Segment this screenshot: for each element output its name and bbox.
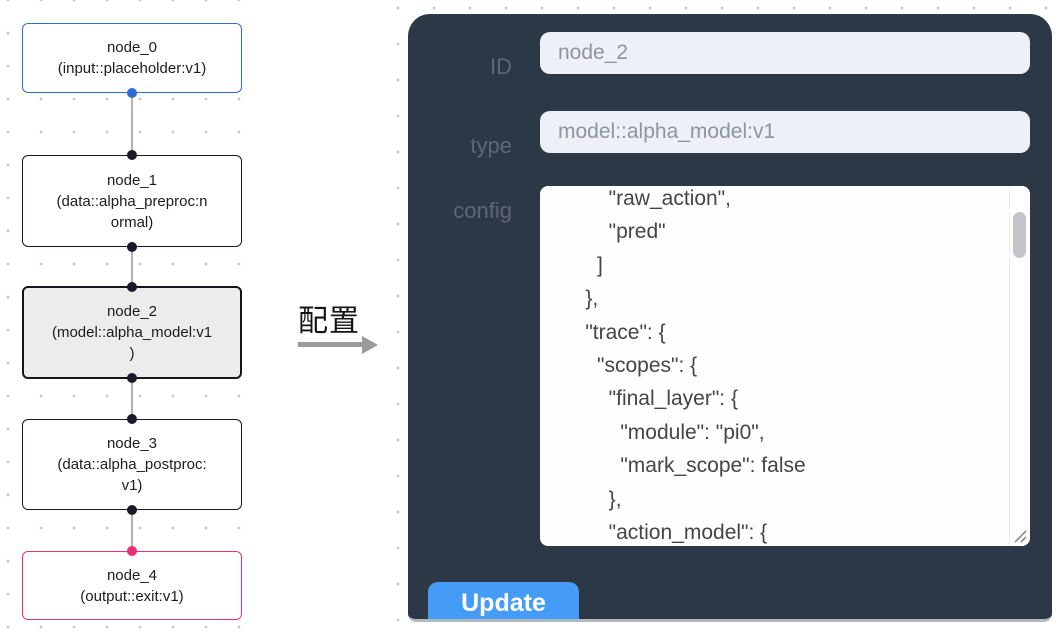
node-subtitle: (output::exit:v1): [80, 587, 184, 605]
node-title: node_0: [106, 39, 158, 56]
edge-node1-node2[interactable]: [131, 247, 133, 286]
configure-label: 配置: [298, 305, 360, 338]
flow-node-node_4[interactable]: node_4 (output::exit:v1): [22, 546, 242, 620]
scrollbar-track[interactable]: [1009, 186, 1030, 546]
target-handle[interactable]: [127, 282, 137, 292]
node-subtitle: (data::alpha_postproc: v1): [57, 456, 207, 494]
transition-annotation: 配置: [288, 296, 398, 366]
flow-node-node_2-selected[interactable]: node_2 (model::alpha_model:v1 ): [22, 282, 242, 383]
node-title: node_2: [106, 303, 158, 320]
flow-canvas[interactable]: node_0 (input::placeholder:v1) node_1 (d…: [0, 0, 270, 643]
type-label: type: [470, 133, 512, 158]
scrollbar-thumb[interactable]: [1013, 212, 1026, 258]
target-handle[interactable]: [127, 546, 137, 556]
source-handle[interactable]: [127, 505, 137, 515]
node-subtitle: (data::alpha_preproc:n ormal): [56, 192, 208, 231]
source-handle[interactable]: [127, 242, 137, 252]
config-canvas: ID type config "raw_action", "pred" ] },…: [392, 0, 1062, 630]
node-config-panel: ID type config "raw_action", "pred" ] },…: [408, 14, 1052, 622]
edge-node2-node3[interactable]: [131, 379, 133, 419]
source-handle[interactable]: [127, 88, 137, 98]
source-handle[interactable]: [127, 373, 137, 383]
node-subtitle: (model::alpha_model:v1 ): [51, 324, 213, 362]
flow-node-node_1[interactable]: node_1 (data::alpha_preproc:n ormal): [22, 150, 242, 252]
flow-node-node_0[interactable]: node_0 (input::placeholder:v1): [22, 23, 242, 98]
config-textarea[interactable]: "raw_action", "pred" ] }, "trace": { "sc…: [540, 186, 1030, 546]
node-subtitle: (input::placeholder:v1): [57, 60, 207, 77]
arrow-right-icon: [362, 335, 378, 354]
update-button[interactable]: Update: [428, 582, 579, 619]
flow-node-node_3[interactable]: node_3 (data::alpha_postproc: v1): [22, 414, 242, 515]
edge-node0-node1[interactable]: [131, 93, 133, 155]
id-input[interactable]: [540, 32, 1030, 74]
edge-node3-node4[interactable]: [131, 510, 133, 551]
resize-grip-icon[interactable]: [1010, 526, 1028, 544]
arrow-right-icon: [298, 342, 362, 347]
config-label: config: [453, 198, 512, 223]
node-title: node_3: [106, 435, 158, 452]
type-input[interactable]: [540, 111, 1030, 153]
node-title: node_4: [106, 566, 158, 584]
id-label: ID: [490, 54, 512, 79]
config-json-text: "raw_action", "pred" ] }, "trace": { "sc…: [585, 187, 806, 545]
target-handle[interactable]: [127, 150, 137, 160]
node-title: node_1: [106, 171, 158, 189]
target-handle[interactable]: [127, 414, 137, 424]
